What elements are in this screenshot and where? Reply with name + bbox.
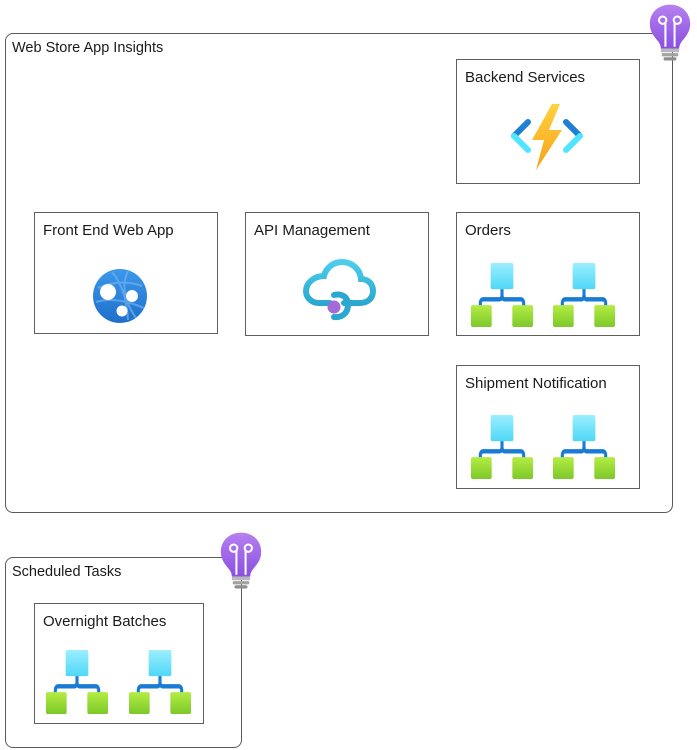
logic-apps-icon xyxy=(46,650,108,714)
node-api-management[interactable]: API Management xyxy=(245,212,429,336)
node-title: API Management xyxy=(254,222,370,239)
logic-apps-icon xyxy=(129,650,191,714)
logic-apps-icon xyxy=(553,263,615,327)
group-title: Scheduled Tasks xyxy=(12,564,122,580)
application-insights-icon xyxy=(219,528,263,594)
node-front-end-web-app[interactable]: Front End Web App xyxy=(34,212,218,334)
app-service-icon xyxy=(93,269,147,323)
node-title: Orders xyxy=(465,222,511,239)
function-app-icon xyxy=(511,104,583,170)
node-title: Shipment Notification xyxy=(465,375,607,392)
application-insights-icon xyxy=(648,0,692,66)
logic-apps-icon xyxy=(471,263,533,327)
group-title: Web Store App Insights xyxy=(12,40,164,56)
node-orders[interactable]: Orders xyxy=(456,212,640,336)
logic-apps-icon xyxy=(471,415,533,479)
node-title: Overnight Batches xyxy=(43,613,167,630)
api-management-icon xyxy=(302,258,376,321)
logic-apps-icon xyxy=(553,415,615,479)
node-overnight-batches[interactable]: Overnight Batches xyxy=(34,603,204,724)
node-backend-services[interactable]: Backend Services xyxy=(456,59,640,184)
node-shipment-notification[interactable]: Shipment Notification xyxy=(456,365,640,489)
node-title: Front End Web App xyxy=(43,222,174,239)
node-title: Backend Services xyxy=(465,69,586,86)
